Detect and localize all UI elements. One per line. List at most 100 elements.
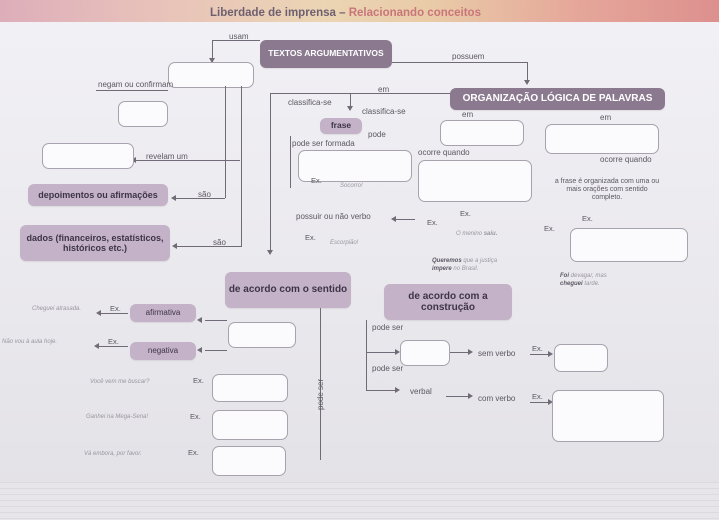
blank-box-frase[interactable] — [298, 150, 412, 182]
label-usam: usam — [229, 32, 249, 41]
connector — [212, 40, 213, 62]
blank-box-negam[interactable] — [118, 101, 168, 127]
example-cheguei-rest: tarde. — [584, 280, 600, 287]
blank-box-revelam[interactable] — [42, 143, 134, 169]
page-title: Liberdade de imprensa – Relacionando con… — [210, 7, 481, 19]
text-oracoes-definition: a frase é organizada com uma ou mais ora… — [554, 178, 660, 202]
arrow-left — [96, 310, 101, 316]
connector — [176, 246, 242, 247]
label-ocorre-quando-2: ocorre quando — [600, 155, 652, 164]
arrow-right — [548, 399, 553, 405]
label-pode-ser-formada: pode ser formada — [292, 139, 355, 148]
label-possuem: possuem — [452, 52, 485, 61]
example-buscar: Você vem me buscar? — [90, 379, 150, 385]
arrow-left — [391, 216, 396, 222]
connector — [446, 396, 470, 397]
blank-box-sentido-1[interactable] — [228, 322, 296, 348]
label-classifica-2: classifica-se — [362, 107, 406, 116]
blank-box-buscar[interactable] — [212, 374, 288, 402]
label-ex-socorro: Ex. — [311, 176, 322, 185]
connector — [225, 86, 226, 198]
blank-box-embora[interactable] — [212, 446, 286, 476]
label-negam-confirmam: negam ou confirmam — [98, 80, 174, 89]
blank-box-pode-ser[interactable] — [400, 340, 450, 366]
label-sao-2: são — [213, 238, 226, 247]
blank-box-em-1[interactable] — [440, 120, 524, 146]
blank-box-com-verbo[interactable] — [552, 390, 664, 442]
blank-box-usam[interactable] — [168, 62, 254, 88]
example-queremos: Queremos que a justiça impere no Brasil. — [432, 258, 497, 273]
title-separator: – — [335, 7, 349, 19]
label-ex-foi: Ex. — [544, 224, 555, 233]
label-ex-atrasada: Ex. — [110, 304, 121, 313]
label-sem-verbo: sem verbo — [478, 349, 516, 358]
connector — [366, 390, 396, 391]
label-com-verbo: com verbo — [478, 394, 516, 403]
example-queremos-verb: Queremos — [432, 258, 462, 264]
example-menino-text: O menino — [456, 231, 483, 237]
label-ex-buscar: Ex. — [193, 376, 204, 385]
label-classifica-1: classifica-se — [288, 98, 332, 107]
example-megasena: Ganhei na Mega-Sena! — [86, 414, 149, 420]
connector — [205, 320, 227, 321]
title-subtitle: Relacionando conceitos — [348, 7, 481, 19]
label-ex-embora: Ex. — [188, 448, 199, 457]
connector — [270, 93, 271, 251]
arrow-left — [197, 317, 202, 323]
connector — [450, 352, 470, 353]
connector — [241, 86, 242, 246]
blank-box-em-2[interactable] — [545, 124, 659, 154]
blank-box-megasena[interactable] — [212, 410, 288, 440]
connector — [392, 62, 528, 63]
node-sentido: de acordo com o sentido — [225, 272, 351, 308]
label-ex-megasena: Ex. — [190, 412, 201, 421]
arrow-down — [267, 250, 273, 255]
label-pode-ser-vertical: pode ser — [316, 378, 325, 410]
node-organizacao-logica: ORGANIZAÇÃO LÓGICA DE PALAVRAS — [450, 88, 665, 110]
example-escorpiao: Escorpião! — [330, 240, 359, 246]
connector — [212, 40, 260, 41]
example-socorro: Socorro! — [340, 183, 363, 189]
arrow-right — [395, 387, 400, 393]
label-possuir-verbo: possuir ou não verbo — [296, 212, 371, 221]
label-ex-foi-2: Ex. — [582, 214, 593, 223]
arrow-down — [209, 58, 215, 63]
label-pode-1: pode — [368, 130, 386, 139]
arrow-left — [94, 343, 99, 349]
node-frase: frase — [320, 118, 362, 134]
connector — [320, 308, 321, 460]
connector — [395, 219, 415, 220]
arrow-right — [395, 349, 400, 355]
label-pode-ser-2: pode ser — [372, 364, 404, 373]
label-ocorre-quando-1: ocorre quando — [418, 148, 470, 157]
example-queremos-rest: que a justiça — [463, 258, 498, 264]
arrow-down — [347, 106, 353, 111]
connector — [530, 402, 550, 403]
connector — [96, 90, 168, 91]
connector — [270, 93, 450, 94]
label-em-2: em — [462, 110, 474, 119]
example-aula: Não vou à aula hoje. — [2, 339, 58, 345]
node-textos-argumentativos: TEXTOS ARGUMENTATIVOS — [260, 40, 392, 68]
connector — [530, 354, 550, 355]
node-depoimentos: depoimentos ou afirmações — [28, 184, 168, 206]
label-em-3: em — [600, 113, 612, 122]
arrow-down — [524, 80, 530, 85]
connector — [98, 346, 128, 347]
connector — [350, 93, 351, 107]
connector — [135, 160, 240, 161]
blank-box-ocorre-2[interactable] — [570, 228, 688, 262]
label-em-1: em — [378, 85, 390, 94]
arrow-right — [468, 349, 473, 355]
blank-box-ocorre-1[interactable] — [418, 160, 532, 202]
node-dados: dados (financeiros, estatísticos, histór… — [20, 225, 170, 261]
example-foi-rest: devagar, mas — [570, 273, 607, 279]
label-ex-com-verbo: Ex. — [532, 392, 543, 401]
example-foi-verb: Foi — [560, 273, 569, 279]
label-ex-sem-verbo: Ex. — [532, 344, 543, 353]
example-embora: Vá embora, por favor. — [84, 451, 142, 457]
page-top-band — [0, 0, 719, 22]
blank-box-sem-verbo[interactable] — [554, 344, 608, 372]
label-sao-1: são — [198, 190, 211, 199]
arrow-right — [468, 393, 473, 399]
